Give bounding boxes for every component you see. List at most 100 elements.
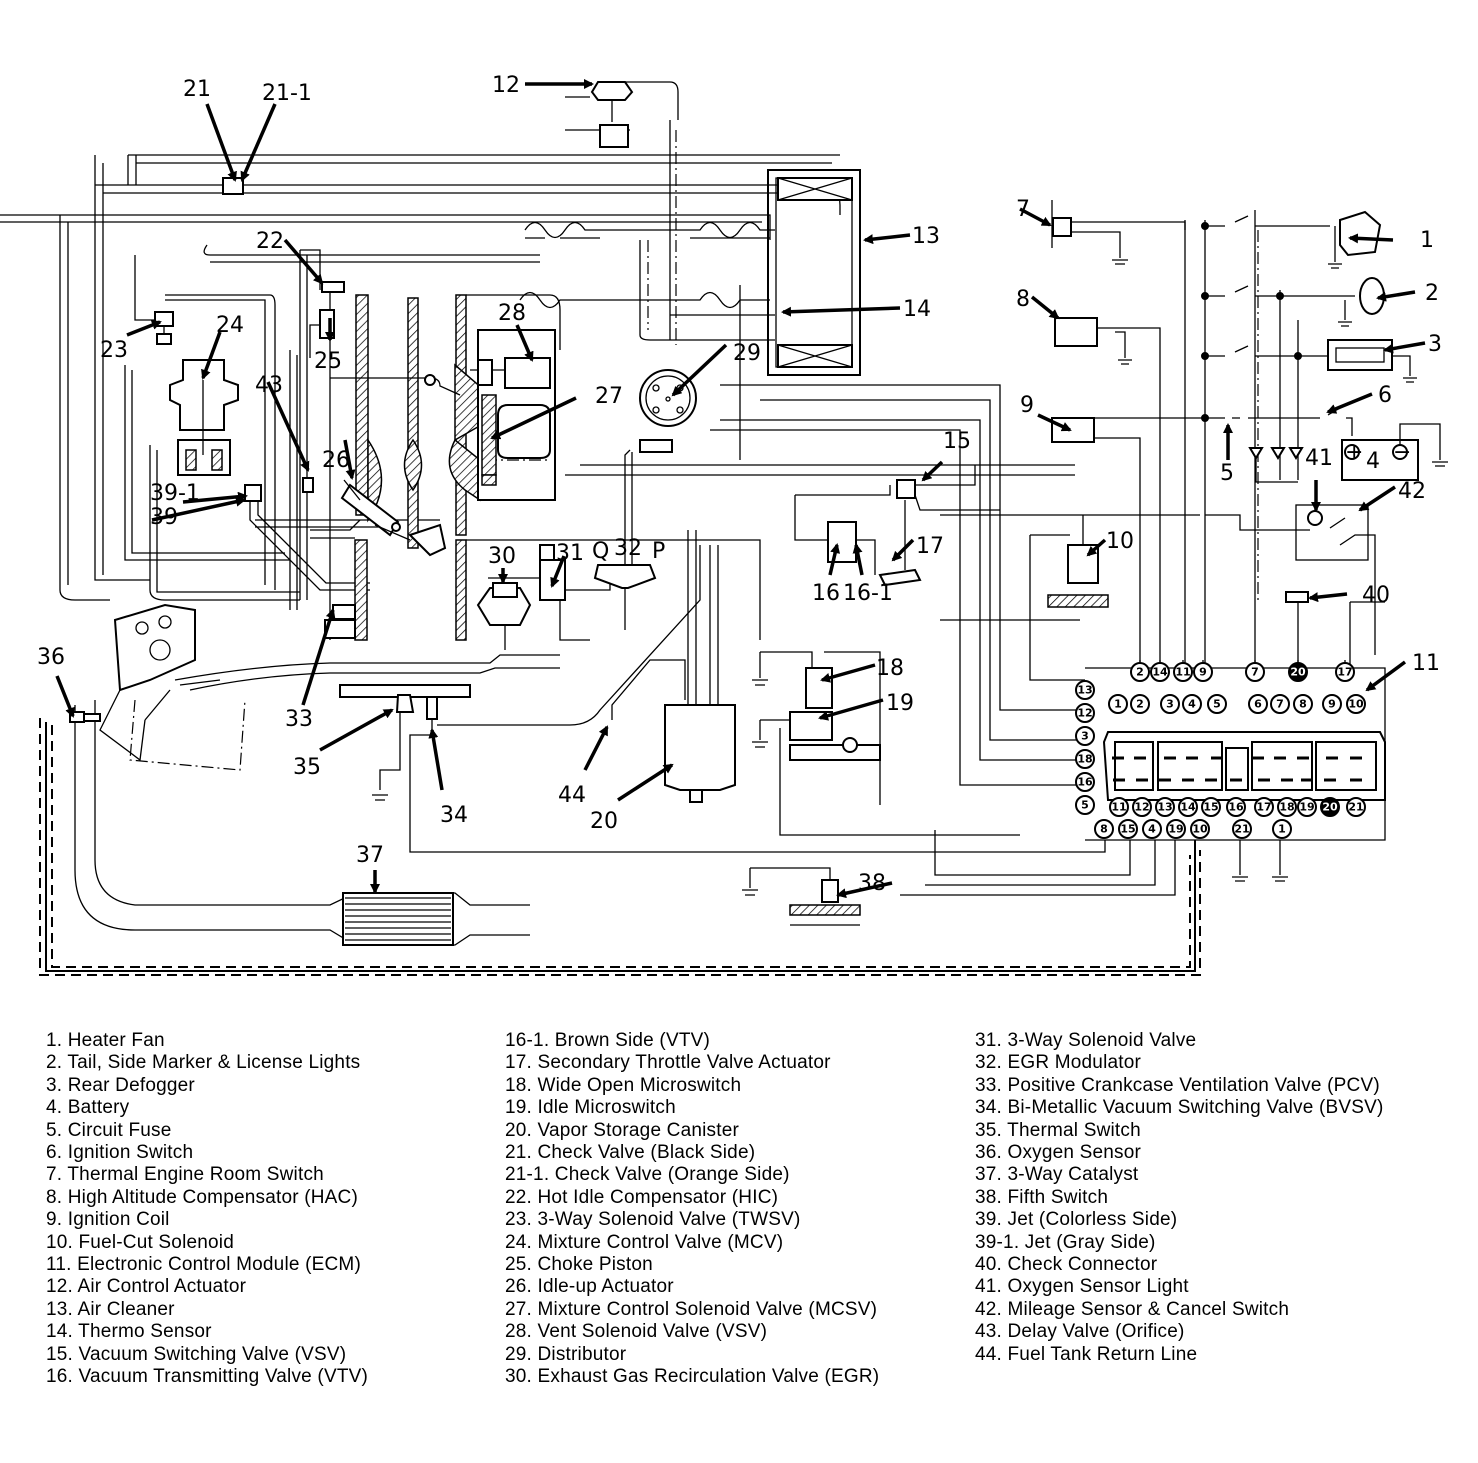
callout-21: 21	[183, 77, 211, 102]
ecm-pin-circle	[1207, 694, 1227, 714]
legend-item: 8. High Altitude Compensator (HAC)	[46, 1186, 358, 1208]
ecm-pin-label: 13	[1157, 801, 1172, 814]
ecm-pin-label: 11	[1111, 801, 1126, 814]
callout-28: 28	[498, 301, 526, 326]
callout-24: 24	[216, 313, 244, 338]
ecm-pin-label: 2	[1136, 698, 1144, 711]
ecm-pin-label: 17	[1337, 666, 1352, 679]
legend-item: 9. Ignition Coil	[46, 1209, 170, 1231]
ecm-pin-circle	[1320, 797, 1340, 817]
ecm-pin-circle	[1166, 819, 1186, 839]
legend-item: 5. Circuit Fuse	[46, 1119, 172, 1141]
ecm-pin-circle	[1346, 797, 1366, 817]
callout-21-1: 21-1	[262, 81, 312, 106]
ecm-pin-label: 5	[1213, 698, 1221, 711]
legend-item: 41. Oxygen Sensor Light	[975, 1276, 1189, 1298]
ecm-pin-circle	[1155, 797, 1175, 817]
ecm-pin-circle	[1272, 819, 1292, 839]
ecm-pin-label: 15	[1120, 823, 1135, 836]
callout-32: 32	[614, 536, 642, 561]
legend-item: 37. 3-Way Catalyst	[975, 1164, 1139, 1186]
electrical-circuits	[900, 200, 1448, 896]
ecm-pin-circle	[1248, 694, 1268, 714]
callout-10: 10	[1106, 529, 1134, 554]
legend-item: 14. Thermo Sensor	[46, 1321, 212, 1343]
callout-15: 15	[943, 429, 971, 454]
pcv-valve	[324, 604, 356, 639]
legend-item: 4. Battery	[46, 1097, 130, 1119]
ecm-pin-label: 14	[1180, 801, 1196, 814]
legend-item: 13. Air Cleaner	[46, 1298, 175, 1320]
ecm-pin-circle	[1118, 819, 1138, 839]
hot-idle-compensator	[321, 281, 345, 293]
ecm-pin-label: 16	[1228, 801, 1244, 814]
legend-item: 2. Tail, Side Marker & License Lights	[46, 1052, 361, 1074]
air-control-actuator	[565, 81, 679, 148]
ecm-pin-circle	[1322, 694, 1342, 714]
ecm-pin-label: 14	[1152, 666, 1168, 679]
intake-exhaust-manifold	[74, 654, 560, 946]
callout-20: 20	[590, 809, 618, 834]
ecm-pin-label: 12	[1134, 801, 1149, 814]
callout-1: 1	[1420, 228, 1434, 253]
callout-42: 42	[1398, 479, 1426, 504]
callout-37: 37	[356, 843, 384, 868]
ecm-pin-label: 21	[1348, 801, 1363, 814]
ecm-pin-label: 9	[1328, 698, 1336, 711]
legend-column-1: 1. Heater Fan 2. Tail, Side Marker & Lic…	[46, 1030, 368, 1389]
ecm-pin-circle	[1288, 662, 1308, 682]
ecm-pin-circle	[1075, 749, 1095, 769]
battery-plus-terminal: +	[1345, 440, 1363, 465]
legend-item: 35. Thermal Switch	[975, 1119, 1141, 1141]
legend-item: 15. Vacuum Switching Valve (VSV)	[46, 1343, 347, 1365]
ecm-pin-label: 10	[1192, 823, 1208, 836]
ecm-pin-circle	[1108, 694, 1128, 714]
distributor	[624, 369, 697, 570]
callout-5: 5	[1220, 461, 1234, 486]
legend-item: 19. Idle Microswitch	[505, 1097, 676, 1119]
vacuum-hoses	[0, 120, 1085, 786]
ecm-pin-label: 19	[1299, 801, 1314, 814]
ecm-pin-circle	[1160, 694, 1180, 714]
ecm-pin-circle	[1226, 797, 1246, 817]
three-way-catalyst	[342, 892, 454, 946]
legend-item: 20. Vapor Storage Canister	[505, 1119, 740, 1141]
legend-item: 26. Idle-up Actuator	[505, 1276, 674, 1298]
legend-item: 24. Mixture Control Valve (MCV)	[505, 1231, 784, 1253]
ecm-pin-circle	[1193, 662, 1213, 682]
legend-item: 17. Secondary Throttle Valve Actuator	[505, 1052, 831, 1074]
ecm-pin-label: 4	[1188, 698, 1196, 711]
engine-block	[99, 603, 246, 771]
ecm-pin-label: 5	[1081, 799, 1089, 812]
legend-item: 23. 3-Way Solenoid Valve (TWSV)	[505, 1209, 801, 1231]
ecm-pin-label: 18	[1279, 801, 1294, 814]
ecm-pin-circle	[1277, 797, 1297, 817]
ecm-connector	[1085, 667, 1386, 841]
legend-item: 39. Jet (Colorless Side)	[975, 1209, 1178, 1231]
callout-16-1: 16-1	[843, 581, 893, 606]
ecm-pin-circle	[1190, 819, 1210, 839]
ecm-pin-label: 20	[1290, 666, 1306, 679]
three-way-solenoid-valve	[154, 311, 174, 345]
legend-item: 1. Heater Fan	[46, 1030, 165, 1051]
vtv-vsv-assembly	[794, 465, 1000, 587]
ecm-pin-label: 19	[1168, 823, 1183, 836]
ecm-pin-circle	[1132, 797, 1152, 817]
legend-item: 36. Oxygen Sensor	[975, 1142, 1142, 1164]
throttle-microswitches	[752, 651, 1020, 836]
callout-34: 34	[440, 803, 468, 828]
ecm-pin-label: 10	[1348, 698, 1364, 711]
ecm-pin-label: 11	[1175, 666, 1190, 679]
callout-8: 8	[1016, 287, 1030, 312]
ecm-pin-circle	[1245, 662, 1265, 682]
callout-40: 40	[1362, 583, 1390, 608]
legend-item: 40. Check Connector	[975, 1254, 1158, 1276]
carburetor	[309, 294, 761, 641]
callout-36: 36	[37, 645, 65, 670]
ecm-pin-circle	[1150, 662, 1170, 682]
ecm-pin-circle	[1130, 662, 1150, 682]
ecm-pin-circle	[1335, 662, 1355, 682]
callout-7: 7	[1016, 197, 1030, 222]
ecm-pin-label: 8	[1100, 823, 1108, 836]
callout-26: 26	[322, 448, 350, 473]
